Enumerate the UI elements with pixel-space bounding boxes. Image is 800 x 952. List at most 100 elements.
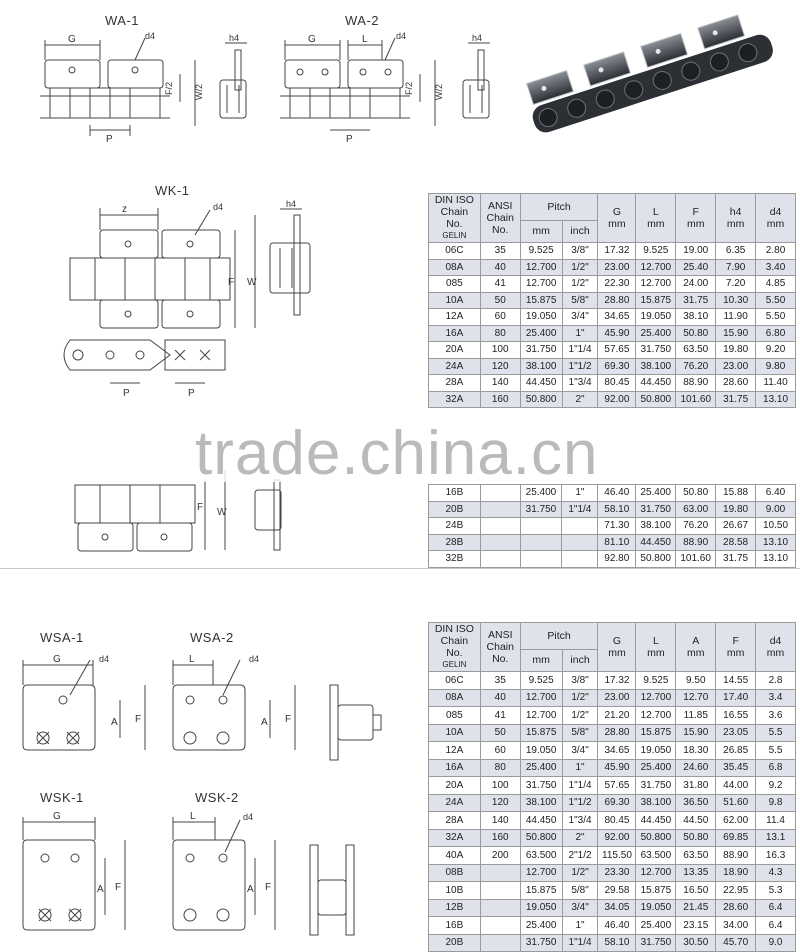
wk1-w: W bbox=[247, 277, 257, 288]
table-cell: 19.050 bbox=[635, 741, 677, 760]
table-cell: 31.750 bbox=[635, 500, 677, 518]
table-cell: 15.875 bbox=[519, 723, 563, 742]
wa1-w2: W/2 bbox=[194, 84, 204, 100]
table-cell: 1"1/4 bbox=[561, 776, 599, 795]
table-cell: 50.80 bbox=[675, 828, 717, 847]
table-cell: 11.90 bbox=[715, 308, 757, 326]
wsa2-label: WSA-2 bbox=[190, 630, 234, 645]
table-cell: 10A bbox=[428, 723, 481, 742]
table-cell: 20A bbox=[428, 776, 481, 795]
wk2-drawing: F W bbox=[74, 470, 282, 552]
table-cell: 6.40 bbox=[755, 484, 796, 502]
table-cell: 12.700 bbox=[519, 275, 563, 293]
table-cell: 1"1/2 bbox=[561, 357, 599, 375]
table-cell: 22.95 bbox=[715, 881, 757, 900]
table-cell: 08A bbox=[428, 258, 481, 276]
wa2-f2: F/2 bbox=[404, 82, 414, 95]
wk1-side-view: h4 bbox=[269, 199, 311, 316]
table-cell: 23.00 bbox=[597, 258, 637, 276]
wk1-d4: d4 bbox=[213, 202, 223, 212]
wa1-drawing: G d4 F/2 W/2 P bbox=[40, 31, 204, 145]
table-cell: 12.700 bbox=[519, 706, 563, 725]
table-cell: 17.40 bbox=[715, 688, 757, 707]
wk1-z: z bbox=[122, 204, 127, 215]
svg-text:d4: d4 bbox=[249, 654, 259, 664]
table-cell: 34.05 bbox=[597, 898, 637, 917]
table-cell: 3.4 bbox=[755, 688, 796, 707]
table-cell: 3.40 bbox=[755, 258, 796, 276]
wsk-side-view bbox=[309, 844, 355, 936]
table-cell bbox=[561, 533, 599, 551]
table-cell: 5.50 bbox=[755, 308, 796, 326]
col2-pitch-inch: inch bbox=[561, 648, 599, 673]
wa1-side-view: h4 bbox=[219, 33, 247, 119]
table-cell: 15.90 bbox=[715, 324, 757, 342]
table-cell: 28A bbox=[428, 811, 481, 830]
wa2-drawing: G L d4 F/2 W/2 P bbox=[280, 31, 444, 145]
table-cell: 31.750 bbox=[519, 341, 563, 359]
table-cell: 41 bbox=[479, 275, 521, 293]
watermark-band bbox=[0, 410, 800, 482]
col-pitch-inch: inch bbox=[561, 219, 599, 244]
table-cell: 115.50 bbox=[597, 846, 637, 865]
table-cell: 1"3/4 bbox=[561, 374, 599, 392]
table-cell: 5.3 bbox=[755, 881, 796, 900]
table-cell: 12.700 bbox=[635, 688, 677, 707]
table-cell: 11.85 bbox=[675, 706, 717, 725]
table-cell: 2"1/2 bbox=[561, 846, 599, 865]
table-cell: 2" bbox=[561, 828, 599, 847]
table-cell: 10.50 bbox=[755, 517, 796, 535]
table-cell: 15.88 bbox=[715, 484, 757, 502]
table-cell: 38.100 bbox=[635, 793, 677, 812]
table-cell: 5/8" bbox=[561, 881, 599, 900]
svg-text:A: A bbox=[247, 884, 254, 895]
table-cell: 16B bbox=[428, 916, 481, 935]
table-cell: 9.2 bbox=[755, 776, 796, 795]
table-cell: 24.00 bbox=[675, 275, 717, 293]
table-cell: 62.00 bbox=[715, 811, 757, 830]
table-cell: 63.50 bbox=[675, 846, 717, 865]
table-cell: 12.700 bbox=[519, 688, 563, 707]
table-cell: 12.700 bbox=[519, 863, 563, 882]
table-cell: 44.450 bbox=[635, 533, 677, 551]
table-cell bbox=[479, 898, 521, 917]
table-cell: 63.00 bbox=[675, 500, 717, 518]
table-cell: 6.4 bbox=[755, 898, 796, 917]
table-cell: 50 bbox=[479, 291, 521, 309]
table-cell: 38.100 bbox=[519, 357, 563, 375]
table-cell: 76.20 bbox=[675, 517, 717, 535]
table-cell: 28B bbox=[428, 533, 481, 551]
section-divider bbox=[0, 568, 800, 569]
table-cell bbox=[519, 533, 563, 551]
table-cell: 08B bbox=[428, 863, 481, 882]
table-cell: 10B bbox=[428, 881, 481, 900]
table-cell: 63.500 bbox=[635, 846, 677, 865]
table-cell: 10.30 bbox=[715, 291, 757, 309]
table-cell: 101.60 bbox=[675, 550, 717, 568]
wa2-p: P bbox=[346, 134, 353, 145]
svg-text:G: G bbox=[53, 654, 61, 665]
table-cell bbox=[479, 916, 521, 935]
table-cell: 31.750 bbox=[519, 776, 563, 795]
table-cell: 45.90 bbox=[597, 758, 637, 777]
table-cell: 4.85 bbox=[755, 275, 796, 293]
wsk1-label: WSK-1 bbox=[40, 790, 84, 805]
table-cell: 120 bbox=[479, 357, 521, 375]
table-cell: 16.55 bbox=[715, 706, 757, 725]
table-cell: 18.90 bbox=[715, 863, 757, 882]
svg-text:A: A bbox=[111, 717, 118, 728]
svg-text:G: G bbox=[53, 811, 61, 822]
